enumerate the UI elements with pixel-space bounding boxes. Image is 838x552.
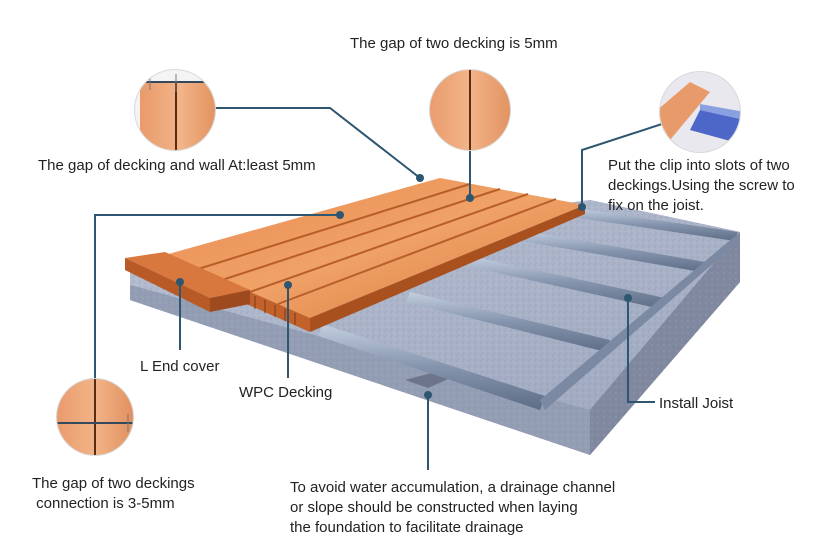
detail-circle-wall-gap <box>134 69 216 151</box>
joists <box>318 208 738 410</box>
leader-lines <box>94 107 663 470</box>
dot-l-end-cover <box>176 278 184 286</box>
dot-install-joist <box>624 294 632 302</box>
joist-4 <box>516 230 705 272</box>
joist-3 <box>466 256 665 309</box>
leader-install-joist <box>627 298 655 403</box>
l-end-cover <box>125 252 250 312</box>
leader-clip <box>581 123 663 207</box>
leader-gap-wall <box>215 107 421 179</box>
dot-wpc-decking <box>284 281 292 289</box>
detail-circle-connection-gap <box>56 378 134 456</box>
label-gap-wall: The gap of decking and wall At:least 5mm <box>38 157 316 174</box>
dot-clip <box>578 203 586 211</box>
joist-5 <box>572 208 738 241</box>
label-gap-connection: The gap of two deckings connection is 3-… <box>32 475 195 512</box>
label-gap-two-decking: The gap of two decking is 5mm <box>350 35 558 52</box>
dot-gap-connection <box>336 211 344 219</box>
detail-circle-decking-gap <box>429 69 511 151</box>
detail-circle-clip <box>659 71 741 153</box>
joist-1 <box>318 324 545 410</box>
label-l-end-cover: L End cover <box>140 358 220 375</box>
joist-2 <box>406 292 610 352</box>
dot-gap-wall <box>416 174 424 182</box>
label-drainage: To avoid water accumulation, a drainage … <box>290 479 616 536</box>
dot-drainage <box>424 391 432 399</box>
label-wpc-decking: WPC Decking <box>239 384 333 401</box>
leader-gap-connection <box>94 214 340 380</box>
label-clip: Put the clip into slots of two deckings.… <box>608 157 795 214</box>
dot-gap-two-decking <box>466 194 474 202</box>
label-install-joist: Install Joist <box>659 395 734 412</box>
